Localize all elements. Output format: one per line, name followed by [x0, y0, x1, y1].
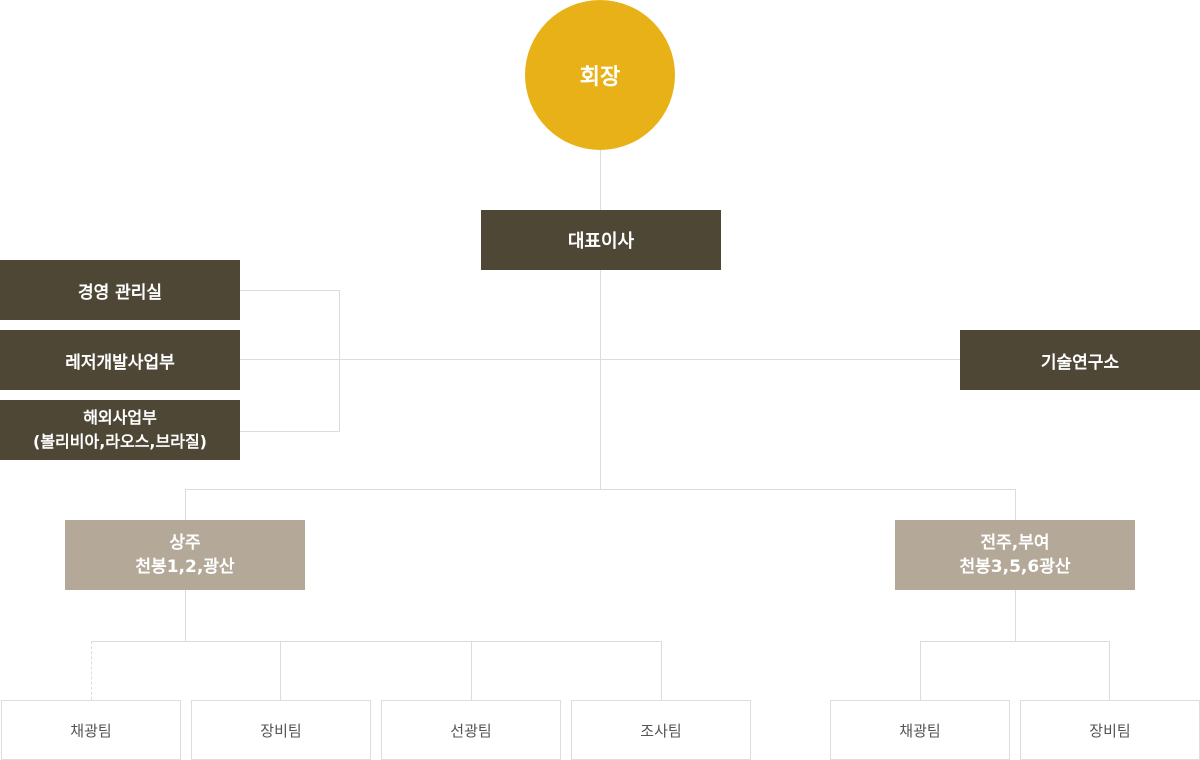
- connector-ceo-trunk: [600, 270, 601, 489]
- team-jeonju-equipment: 장비팀: [1020, 700, 1200, 760]
- mine-label: 전주,부여: [980, 533, 1050, 553]
- mine-label: 상주: [169, 533, 201, 553]
- mine-sangju: 상주 천봉1,2,광산: [65, 520, 305, 590]
- connector-middle-horizontal: [240, 359, 960, 360]
- connector-left-bracket-vertical: [339, 290, 340, 432]
- dept-technology-lab: 기술연구소: [960, 330, 1200, 390]
- dept-label: 경영 관리실: [77, 282, 163, 303]
- team-jeonju-mining: 채광팀: [830, 700, 1010, 760]
- dept-overseas-business: 해외사업부 (볼리비아,라오스,브라질): [0, 400, 240, 460]
- connector-left-bracket-bottom: [240, 431, 340, 432]
- connector-mines-horizontal: [185, 489, 1016, 490]
- team-label: 장비팀: [260, 721, 302, 740]
- dept-sublabel: (볼리비아,라오스,브라질): [33, 432, 207, 451]
- connector-jeonju-teams-horizontal: [920, 641, 1110, 642]
- connector-team-drop-4: [661, 641, 662, 700]
- mine-sublabel: 천봉1,2,광산: [135, 557, 235, 577]
- connector-sangju-down: [185, 590, 186, 641]
- connector-sangju-teams-horizontal: [91, 641, 662, 642]
- connector-mine-left-drop: [185, 489, 186, 520]
- dept-label: 해외사업부: [83, 408, 157, 427]
- team-sangju-survey: 조사팀: [571, 700, 751, 760]
- connector-team-drop-3: [471, 641, 472, 700]
- team-sangju-mining: 채광팀: [1, 700, 181, 760]
- chairman-label: 회장: [579, 65, 621, 90]
- connector-team-drop-1: [91, 641, 92, 700]
- team-label: 채광팀: [70, 721, 112, 740]
- mine-jeonju-buyeo: 전주,부여 천봉3,5,6광산: [895, 520, 1135, 590]
- connector-left-bracket-top: [240, 290, 340, 291]
- team-label: 선광팀: [450, 721, 492, 740]
- connector-chairman-ceo: [600, 150, 601, 210]
- connector-team-drop-2: [280, 641, 281, 700]
- team-label: 장비팀: [1089, 721, 1131, 740]
- ceo-node: 대표이사: [481, 210, 721, 270]
- ceo-label: 대표이사: [567, 231, 635, 252]
- connector-mine-right-drop: [1015, 489, 1016, 520]
- dept-leisure-development: 레저개발사업부: [0, 330, 240, 390]
- team-label: 조사팀: [640, 721, 682, 740]
- chairman-node: 회장: [525, 0, 675, 150]
- connector-team-drop-5: [920, 641, 921, 700]
- connector-team-drop-6: [1109, 641, 1110, 700]
- mine-sublabel: 천봉3,5,6광산: [959, 557, 1071, 577]
- team-sangju-equipment: 장비팀: [191, 700, 371, 760]
- team-sangju-processing: 선광팀: [381, 700, 561, 760]
- connector-jeonju-down: [1015, 590, 1016, 641]
- dept-label: 기술연구소: [1040, 352, 1120, 373]
- dept-label: 레저개발사업부: [65, 352, 175, 373]
- team-label: 채광팀: [899, 721, 941, 740]
- dept-management-office: 경영 관리실: [0, 260, 240, 320]
